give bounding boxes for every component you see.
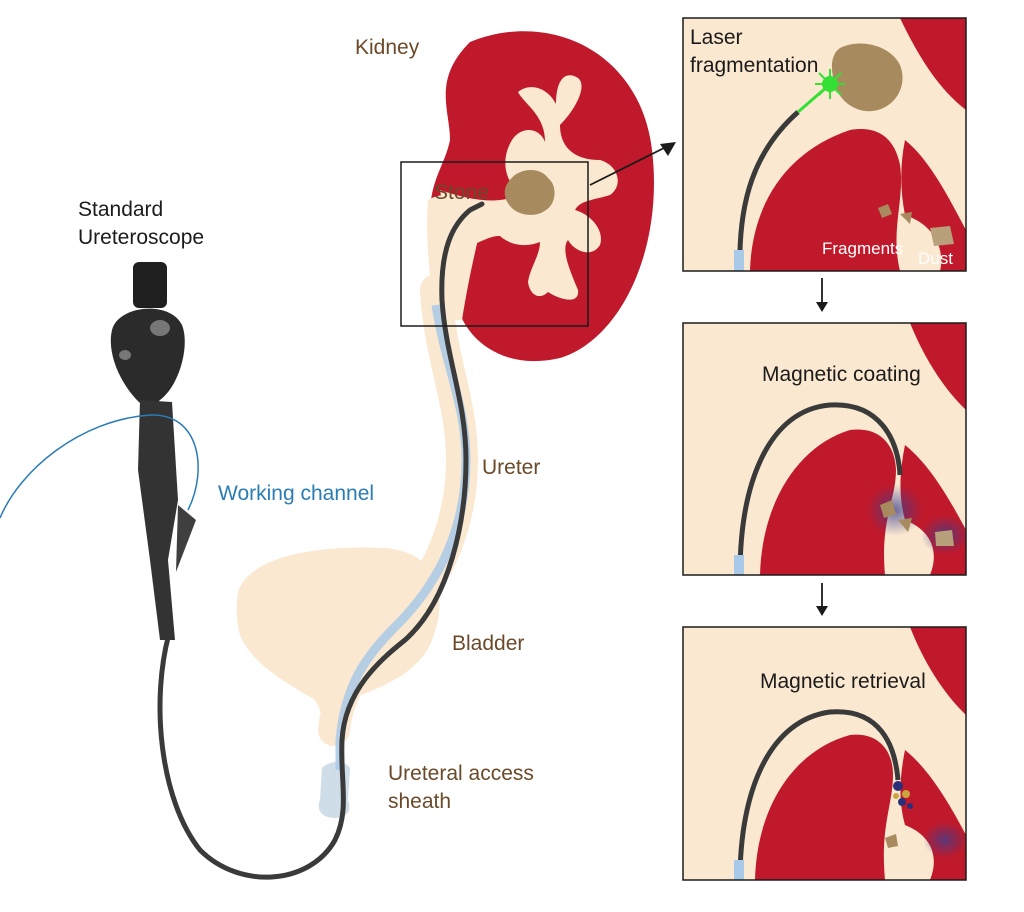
scope-label-line2: Ureteroscope [78,226,204,249]
panel-laser-fragmentation [682,17,967,272]
ureteroscope [110,262,196,640]
fragments-label: Fragments [822,239,903,258]
kidney-label: Kidney [355,36,420,59]
scope-label-line1: Standard [78,198,163,221]
sheath-label-line2: sheath [388,790,451,813]
working-channel-label: Working channel [218,482,374,505]
step-arrow-1-head [816,302,828,312]
bladder [236,547,440,730]
kidney-stone [504,169,555,215]
step-arrow-2-head [816,606,828,616]
bladder-label: Bladder [452,632,524,655]
stone-label: Stone [434,181,489,204]
panel1-title-line1: Laser [690,26,743,49]
panel3-title: Magnetic retrieval [760,670,926,693]
ureter-label: Ureter [482,456,540,479]
zoom-box [400,161,589,327]
zoom-arrow [589,146,667,186]
panel-magnetic-coating [682,322,967,576]
dust-label: Dust [918,249,953,268]
panel1-title-line2: fragmentation [690,54,818,77]
working-channel-wire [0,414,199,519]
panel2-title: Magnetic coating [762,363,921,386]
panel-magnetic-retrieval [682,626,967,881]
zoom-arrow-head [660,142,676,156]
sheath-label-line1: Ureteral access [388,762,534,785]
scope-cable [157,201,485,880]
